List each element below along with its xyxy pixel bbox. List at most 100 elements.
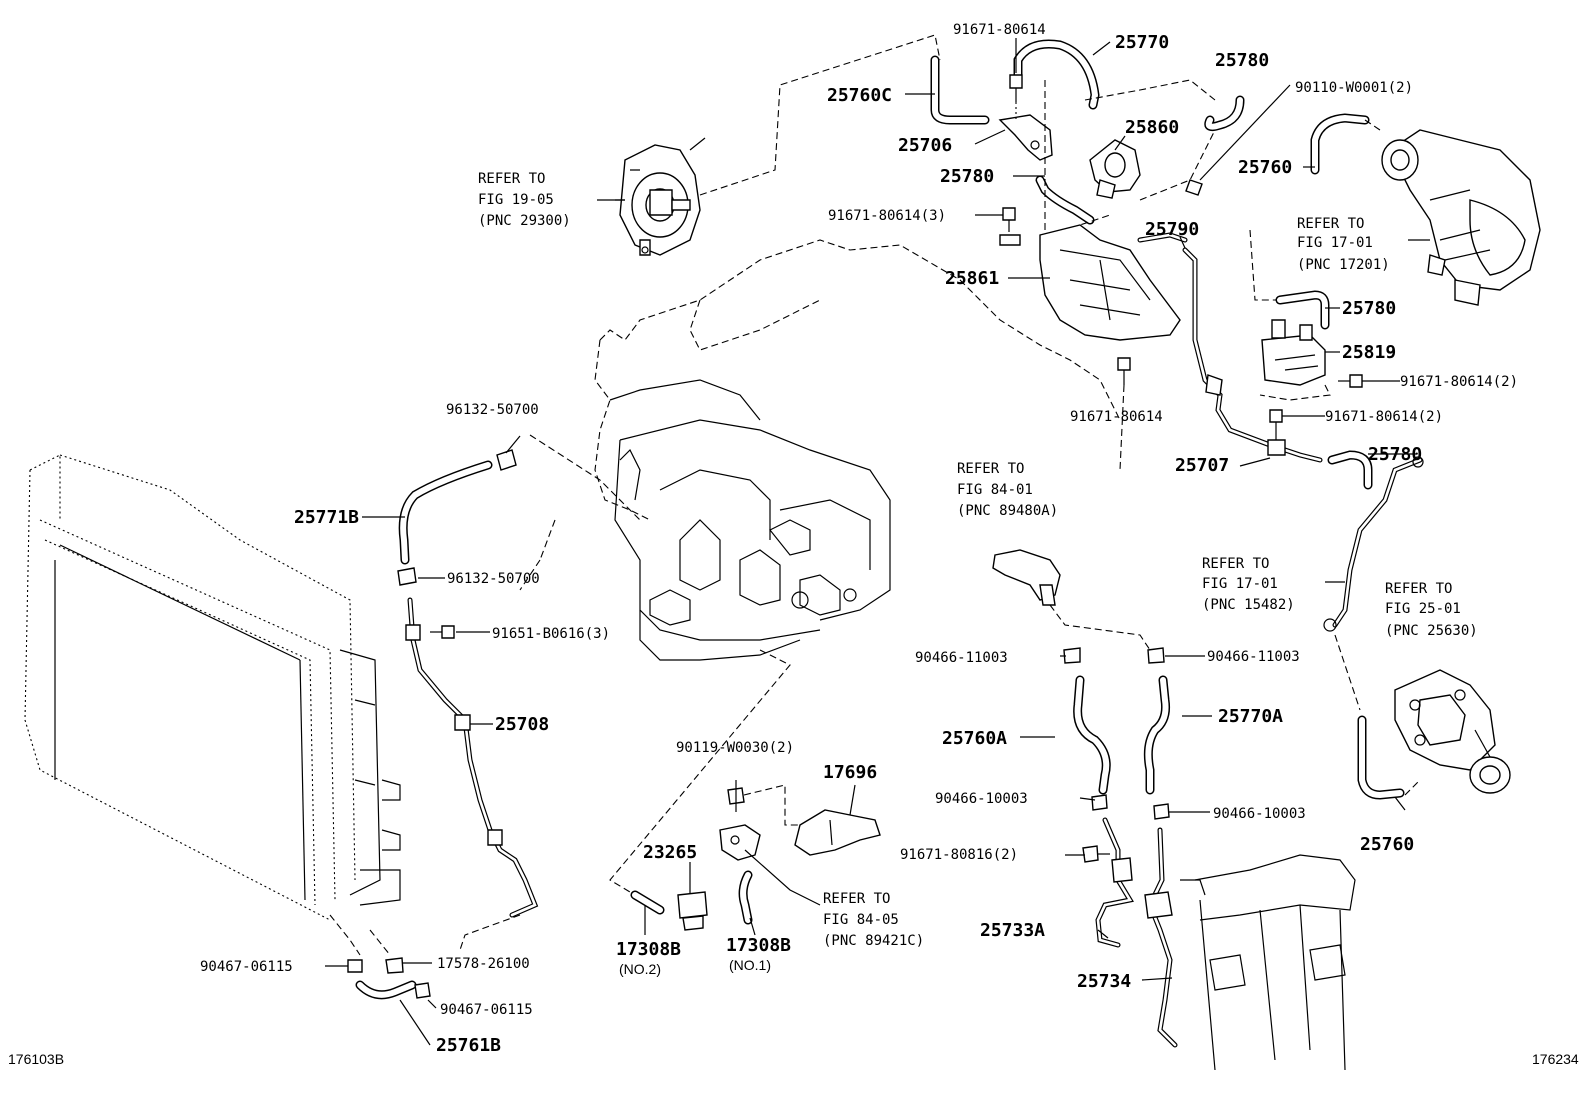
refer-1-line1: REFER TO [478, 171, 545, 187]
label-17308B-no1: 17308B [726, 935, 791, 956]
vsv-25819 [1261, 319, 1326, 386]
hose-25780-c [1275, 290, 1330, 330]
label-90467-b: 90467-06115 [440, 1002, 533, 1018]
radiator-outline [24, 454, 401, 921]
label-25780-c: 25780 [1342, 298, 1396, 319]
refer-4-line3: (PNC 15482) [1202, 597, 1295, 613]
hose-25761B [355, 980, 417, 1000]
label-90119: 90119-W0030(2) [676, 740, 794, 756]
refer-5-line1: REFER TO [1385, 581, 1452, 597]
clamp-17578 [385, 957, 404, 974]
leader-dash-4 [1249, 119, 1381, 301]
label-no1: (NO.1) [729, 957, 771, 973]
label-90466-10003-a: 90466-10003 [935, 791, 1028, 807]
label-25819: 25819 [1342, 342, 1396, 363]
vacuum-pump-part [615, 137, 706, 256]
leader-dash-1 [1084, 79, 1216, 201]
bolt-91671-2a [1338, 374, 1363, 388]
footer-codes: 176103B 176234 [8, 1051, 1579, 1067]
hose-25780-a [1204, 95, 1245, 132]
leader-lines [325, 38, 1430, 1046]
turbo-actuator-25630 [1394, 669, 1511, 794]
part-number-labels: 91671-80614 25770 25780 90110-W0001(2) 2… [200, 22, 1518, 1056]
refer-6-line1: REFER TO [823, 891, 890, 907]
label-90466-11003-b: 90466-11003 [1207, 649, 1300, 665]
refer-4-line1: REFER TO [1202, 556, 1269, 572]
clamp-90466-10003-a [1091, 794, 1108, 811]
egr-unit-17201 [1381, 129, 1541, 306]
label-23265: 23265 [643, 842, 697, 863]
pipe-25733A [1095, 817, 1134, 948]
refer-5-line3: (PNC 25630) [1385, 623, 1478, 639]
label-25706: 25706 [898, 135, 952, 156]
leader-90110 [1199, 84, 1291, 181]
label-25780-b: 25780 [940, 166, 994, 187]
refer-6-line3: (PNC 89421C) [823, 933, 924, 949]
leader-dash-2 [1044, 80, 1111, 240]
label-90467-a: 90467-06115 [200, 959, 293, 975]
bolt-91651 [430, 625, 455, 639]
leader-dash-8 [459, 914, 521, 951]
hose-25771B [398, 460, 493, 565]
label-17578: 17578-26100 [437, 956, 530, 972]
refer-3-line2: FIG 84-01 [957, 482, 1033, 498]
label-25761B: 25761B [436, 1035, 501, 1056]
label-90466-10003-b: 90466-10003 [1213, 806, 1306, 822]
label-25770A: 25770A [1218, 706, 1283, 727]
label-96132-top: 96132-50700 [446, 402, 539, 418]
leader-dash-6 [1334, 634, 1421, 796]
label-91671-80614-3: 91671-80614(3) [828, 208, 946, 224]
bolt-91671-2b [1269, 409, 1283, 440]
label-25760-top: 25760 [1238, 157, 1292, 178]
label-90110: 90110-W0001(2) [1295, 80, 1413, 96]
engine-block-outline [594, 239, 1121, 661]
exhaust-pipe-outline [1180, 854, 1356, 1071]
label-17308B-no2: 17308B [616, 939, 681, 960]
bracket-25706 [998, 114, 1053, 161]
refer-2-line3: (PNC 17201) [1297, 257, 1390, 273]
label-25760A: 25760A [942, 728, 1007, 749]
label-91671-80614-2a: 91671-80614(2) [1400, 374, 1518, 390]
label-91671-80614-top: 91671-80614 [953, 22, 1046, 38]
hose-25760C [930, 55, 990, 125]
bolt-90110 [1185, 179, 1203, 196]
refer-2-line2: FIG 17-01 [1297, 235, 1373, 251]
footer-right-code: 176234 [1532, 1051, 1579, 1067]
label-no2: (NO.2) [619, 961, 661, 977]
refer-6-line2: FIG 84-05 [823, 912, 899, 928]
label-25790: 25790 [1145, 219, 1199, 240]
label-25734: 25734 [1077, 971, 1131, 992]
clamp-90466-10003-b [1153, 803, 1170, 820]
label-91671-80614-2b: 91671-80614(2) [1325, 409, 1443, 425]
label-25860: 25860 [1125, 117, 1179, 138]
hose-25760-bot [1357, 715, 1405, 800]
label-25733A: 25733A [980, 920, 1045, 941]
refer-4-line2: FIG 17-01 [1202, 576, 1278, 592]
label-90466-11003-a: 90466-11003 [915, 650, 1008, 666]
label-17696: 17696 [823, 762, 877, 783]
hose-25770 [1013, 39, 1100, 110]
label-25760C: 25760C [827, 85, 892, 106]
bolt-91671-80816 [1082, 845, 1110, 863]
leader-dash-11 [743, 784, 800, 826]
label-25770: 25770 [1115, 32, 1169, 53]
clamp-96132-bot [397, 567, 417, 586]
label-25780-d: 25780 [1368, 444, 1422, 465]
bolt-91671-3 [1002, 207, 1016, 232]
pipe-25708 [405, 597, 539, 918]
refer-3-line1: REFER TO [957, 461, 1024, 477]
clamp-90466-11003-b [1147, 647, 1165, 664]
refer-5-line2: FIG 25-01 [1385, 601, 1461, 617]
bracket-89480A [992, 549, 1061, 606]
leader-dash-3 [1119, 384, 1125, 471]
hose-25780-d [1327, 450, 1373, 490]
leader-dash-10 [609, 649, 791, 896]
leader-dash-9 [329, 914, 391, 956]
label-91671-80816: 91671-80816(2) [900, 847, 1018, 863]
bracket-25861 [999, 224, 1181, 341]
pipe-15482 [1323, 456, 1424, 632]
leader-dash-7 [519, 434, 641, 591]
hose-25760-top [1310, 113, 1370, 175]
clamp-90466-11003-a [1063, 647, 1081, 664]
